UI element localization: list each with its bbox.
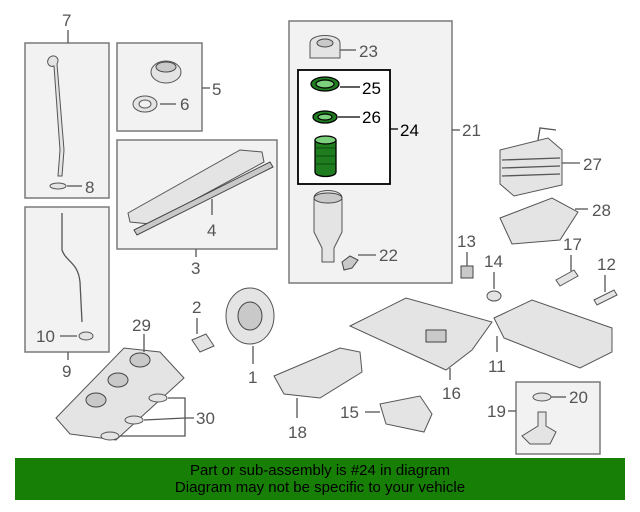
filler-cap-box xyxy=(116,42,203,132)
intake-port xyxy=(129,352,151,368)
callout-20: 20 xyxy=(569,388,588,407)
bolt-2-part[interactable] xyxy=(191,333,215,353)
valve-cover-group[interactable] xyxy=(116,139,278,257)
oil-pan-group[interactable] xyxy=(493,299,613,369)
oil-pan-part[interactable] xyxy=(493,299,613,369)
cooler-gasket-group[interactable] xyxy=(499,197,588,245)
callout-30: 30 xyxy=(196,409,215,428)
cooler-gasket-part[interactable] xyxy=(499,197,579,245)
banner-line-1: Part or sub-assembly is #24 in diagram xyxy=(189,462,451,479)
baffle-15-part[interactable] xyxy=(379,395,433,433)
oil-filter-housing-top xyxy=(313,192,343,204)
callout-26: 26 xyxy=(362,108,381,127)
callout-14: 14 xyxy=(484,252,503,271)
intake-gasket-30-part[interactable] xyxy=(124,415,144,425)
oil-pan-gasket-part[interactable] xyxy=(348,297,493,371)
filter-seal-26-inner xyxy=(317,113,333,121)
dipstick-tube-o-ring[interactable] xyxy=(78,331,94,341)
callout-23: 23 xyxy=(359,42,378,61)
baffle-group[interactable] xyxy=(365,395,433,433)
sub-assembly-24-box xyxy=(297,69,391,185)
callout-12: 12 xyxy=(597,255,616,274)
callout-8: 8 xyxy=(85,178,94,197)
filler-cap-seal-hole xyxy=(138,99,152,109)
oil-filter-group[interactable] xyxy=(288,20,460,284)
callout-2: 2 xyxy=(192,298,201,317)
oil-cooler-group[interactable] xyxy=(499,127,580,197)
callout-3: 3 xyxy=(191,259,200,278)
oil-level-sensor-part[interactable] xyxy=(521,411,557,445)
oil-filter-cap-top xyxy=(316,38,334,48)
drain-plug-22-part[interactable] xyxy=(341,255,359,271)
dipstick-o-ring-part[interactable] xyxy=(49,182,67,190)
intake-manifold-part[interactable] xyxy=(55,347,185,441)
washer-14-part[interactable] xyxy=(486,290,502,302)
callout-11: 11 xyxy=(488,357,506,376)
filter-element-top xyxy=(314,135,337,145)
leader-30 xyxy=(120,397,194,437)
sealant-tube-17-part[interactable] xyxy=(555,269,579,287)
dipstick-tube-group[interactable] xyxy=(24,206,110,360)
callout-7: 7 xyxy=(62,11,71,30)
bolt-group[interactable] xyxy=(191,318,215,353)
oil-pump-group[interactable] xyxy=(225,287,275,364)
sensor-13-part[interactable] xyxy=(460,265,474,279)
callout-28: 28 xyxy=(592,201,611,220)
dipstick-tube-box xyxy=(24,206,110,353)
oil-filter-element-assembly-24[interactable] xyxy=(297,69,398,185)
oil-cooler-fin xyxy=(501,157,561,161)
callout-21: 21 xyxy=(462,121,481,140)
sealant-tube-12-part[interactable] xyxy=(593,289,618,306)
oil-pan-gasket-pickup xyxy=(425,329,447,343)
valve-cover-gasket-part[interactable] xyxy=(133,161,274,236)
callout-13: 13 xyxy=(457,232,476,251)
intake-port xyxy=(85,392,107,408)
callout-24: 24 xyxy=(400,121,419,140)
callout-labels: 7 8 5 6 4 3 23 25 26 24 21 22 27 28 13 1… xyxy=(36,11,616,442)
dipstick-box xyxy=(24,42,110,199)
callout-5: 5 xyxy=(212,80,221,99)
dipstick-group[interactable] xyxy=(24,30,110,199)
filter-seal-25-inner xyxy=(315,79,335,89)
callout-17: 17 xyxy=(563,235,582,254)
callout-6: 6 xyxy=(180,95,189,114)
oil-filler-cap-top xyxy=(155,61,177,73)
callout-15: 15 xyxy=(340,403,359,422)
filter-element-part[interactable] xyxy=(314,139,337,178)
banner-line-2: Diagram may not be specific to your vehi… xyxy=(174,479,466,496)
intake-port xyxy=(107,372,129,388)
oil-level-sensor-group[interactable] xyxy=(508,381,601,455)
callout-29: 29 xyxy=(132,316,151,335)
oil-level-sensor-seal-20[interactable] xyxy=(532,392,552,402)
callout-25: 25 xyxy=(362,79,381,98)
callout-19: 19 xyxy=(487,402,506,421)
intake-manifold-group[interactable] xyxy=(55,334,194,441)
callout-1: 1 xyxy=(248,368,257,387)
intake-gasket-30-part[interactable] xyxy=(100,431,120,441)
windage-tray-group[interactable] xyxy=(273,347,363,418)
callout-27: 27 xyxy=(583,155,602,174)
oil-pump-gear-hub xyxy=(237,301,263,331)
oil-cooler-fin xyxy=(501,165,561,169)
sub-assembly-notice-banner: Part or sub-assembly is #24 in diagram D… xyxy=(15,458,625,500)
dipstick-part[interactable] xyxy=(47,55,65,177)
filler-cap-group[interactable] xyxy=(116,42,210,132)
callout-18: 18 xyxy=(288,423,307,442)
oil-cooler-pipe xyxy=(537,127,557,141)
callout-10: 10 xyxy=(36,327,55,346)
callout-9: 9 xyxy=(62,362,71,381)
small-parts-group[interactable] xyxy=(460,252,618,306)
callout-16: 16 xyxy=(442,384,461,403)
dipstick-tube-part[interactable] xyxy=(61,213,83,323)
oil-pan-gasket-group[interactable] xyxy=(348,297,493,380)
callout-4: 4 xyxy=(207,221,216,240)
intake-gasket-30-part[interactable] xyxy=(148,393,168,403)
oil-cooler-fin xyxy=(501,173,561,177)
windage-tray-part[interactable] xyxy=(273,347,363,399)
callout-22: 22 xyxy=(379,246,398,265)
valve-cover-part[interactable] xyxy=(127,149,265,225)
